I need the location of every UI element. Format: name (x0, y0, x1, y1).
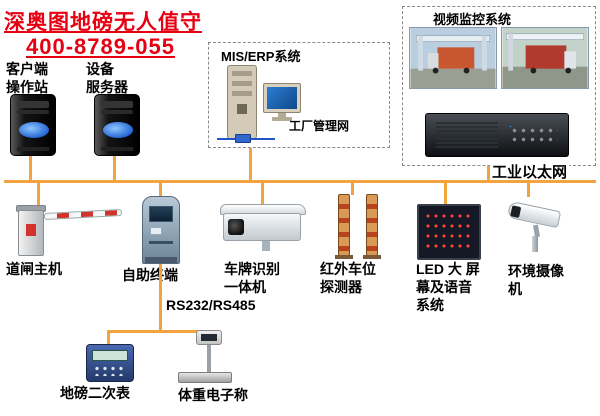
connector-mis (249, 148, 252, 181)
indicator-screen (92, 350, 128, 361)
connector-video (487, 166, 490, 181)
mis-erp-title: MIS/ERP系统 (221, 49, 301, 64)
video-group-title: 视频监控系统 (433, 12, 512, 27)
serial-label: RS232/RS485 (166, 297, 256, 313)
pc-logo-icon (103, 122, 133, 138)
connector-indicator (107, 330, 110, 344)
scale-label: 体重电子称 (178, 387, 248, 403)
pc-logo-icon (19, 122, 49, 138)
connector-kiosk-down (159, 264, 162, 330)
monitor-screen (267, 87, 297, 109)
dvr-recorder-icon (425, 113, 569, 157)
network-adapter-icon (235, 134, 251, 143)
device-server-label: 设备 服务器 (86, 61, 128, 96)
indicator-label: 地磅二次表 (60, 385, 130, 401)
connector-camera (527, 183, 530, 197)
barrier-arm (43, 208, 123, 220)
env-camera-label: 环境摄像 机 (508, 263, 564, 298)
kiosk-label: 自助终端 (122, 267, 178, 283)
connector-barrier (37, 183, 40, 210)
client-station-label: 客户端 操作站 (6, 61, 48, 96)
factory-network-label: 工厂管理网 (289, 119, 350, 133)
infrared-label: 红外车位 探测器 (320, 261, 376, 296)
env-camera-icon (502, 196, 572, 254)
scale-platform (178, 372, 232, 383)
barrier-gate-icon (14, 204, 126, 260)
ethernet-bus-line (4, 180, 596, 183)
device-server-icon (94, 94, 140, 156)
led-display-icon (417, 204, 481, 260)
kiosk-screen (149, 206, 173, 222)
connector-infrared (351, 183, 354, 195)
client-station-icon (10, 94, 56, 156)
brand-phone: 400-8789-055 (26, 34, 176, 59)
connector-server (113, 156, 116, 181)
weighing-indicator-icon (86, 344, 134, 382)
gate-snapshot-2-image (501, 27, 589, 89)
mis-erp-group: MIS/ERP系统 工厂管理网 (208, 42, 390, 148)
connector-lpr (261, 183, 264, 206)
brand-title: 深奥图地磅无人值守 (4, 11, 202, 34)
connector-led (444, 183, 447, 205)
connector-kiosk (159, 183, 162, 197)
erp-server-icon (227, 65, 257, 139)
kiosk-icon (142, 196, 180, 264)
platform-scale-icon (176, 330, 234, 384)
dvr-power-led (508, 124, 513, 129)
dvr-buttons (510, 126, 558, 146)
connector-serial-split (107, 330, 202, 333)
connector-client (29, 156, 32, 181)
gate-snapshot-1-image (409, 27, 497, 89)
indicator-keypad (93, 365, 127, 376)
workstation-monitor-icon (263, 83, 301, 121)
video-surveillance-group: 视频监控系统 (402, 6, 596, 166)
barrier-label: 道闸主机 (6, 261, 62, 277)
led-label: LED 大 屏 幕及语音 系统 (416, 261, 480, 314)
ethernet-bus-label: 工业以太网 (490, 161, 570, 182)
camera-lens (510, 205, 522, 218)
lpr-label: 车牌识别 一体机 (224, 261, 280, 296)
scale-display (201, 334, 217, 341)
infrared-detector-icon (335, 194, 382, 262)
lpr-camera-icon (220, 204, 308, 252)
lpr-lens (228, 219, 244, 235)
